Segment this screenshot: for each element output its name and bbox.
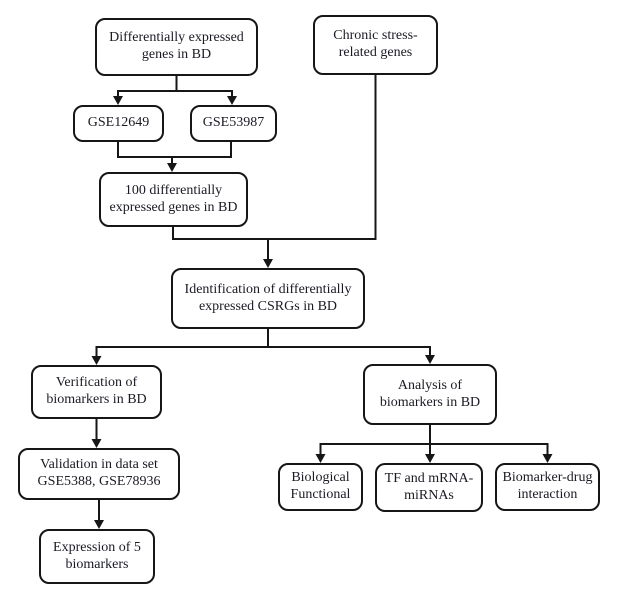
edge-analysis-split	[315, 425, 553, 463]
node-text-line: expressed CSRGs in BD	[198, 298, 338, 314]
edge-verification-to-validation	[91, 419, 102, 448]
node-text-line: TF and mRNA-	[384, 470, 474, 486]
node-gse53987: GSE53987	[190, 105, 277, 142]
node-text-line: Verification of	[55, 375, 138, 391]
node-text-line: Differentially expressed	[109, 30, 244, 46]
node-text-line: Expression of 5	[53, 539, 141, 555]
node-biomarker-drug-interaction: Biomarker-drug interaction	[495, 463, 600, 511]
node-validation-datasets: Validation in data set GSE5388, GSE78936	[18, 448, 180, 500]
node-text-line: biomarkers	[65, 556, 129, 572]
edge-validation-to-expression	[94, 500, 104, 529]
node-text-line: related genes	[338, 45, 413, 60]
node-expression-of-5-biomarkers: Expression of 5 biomarkers	[39, 529, 155, 584]
edge-identification-split	[91, 329, 435, 365]
node-chronic-stress-related-genes: Chronic stress- related genes	[313, 15, 438, 75]
node-text-line: Chronic stress-	[333, 28, 418, 44]
node-text-line: biomarkers in BD	[379, 394, 481, 410]
node-text-line: Biological	[291, 470, 350, 486]
node-text-line: GSE53987	[202, 115, 265, 131]
node-tf-and-mrna-mirnas: TF and mRNA- miRNAs	[375, 463, 483, 512]
node-text-line: GSE12649	[87, 115, 150, 131]
edge-gse-merge-to-deg100	[117, 142, 232, 172]
node-text-line: Validation in data set	[40, 457, 158, 473]
edge-deg-to-gse-split	[113, 76, 237, 105]
node-text-line: miRNAs	[404, 487, 454, 503]
node-biological-functional: Biological Functional	[278, 463, 363, 511]
node-gse12649: GSE12649	[73, 105, 164, 142]
node-analysis-of-biomarkers: Analysis of biomarkers in BD	[363, 364, 497, 425]
node-identification-of-csrgs: Identification of differentially express…	[171, 268, 365, 329]
node-text-line: Functional	[290, 487, 351, 502]
node-text-line: 100 differentially	[124, 182, 223, 198]
node-text-line: genes in BD	[141, 47, 212, 62]
node-text-line: Identification of differentially	[184, 281, 352, 297]
node-100-differentially-expressed-genes: 100 differentially expressed genes in BD	[99, 172, 248, 227]
node-text-line: biomarkers in BD	[46, 392, 147, 407]
node-text-line: interaction	[517, 487, 578, 502]
node-text-line: Analysis of	[397, 377, 463, 393]
node-verification-of-biomarkers: Verification of biomarkers in BD	[31, 365, 162, 419]
node-text-line: expressed genes in BD	[109, 199, 238, 215]
node-text-line: Biomarker-drug	[502, 470, 593, 486]
node-text-line: GSE5388, GSE78936	[37, 474, 161, 489]
node-differentially-expressed-genes-bd: Differentially expressed genes in BD	[95, 18, 258, 76]
